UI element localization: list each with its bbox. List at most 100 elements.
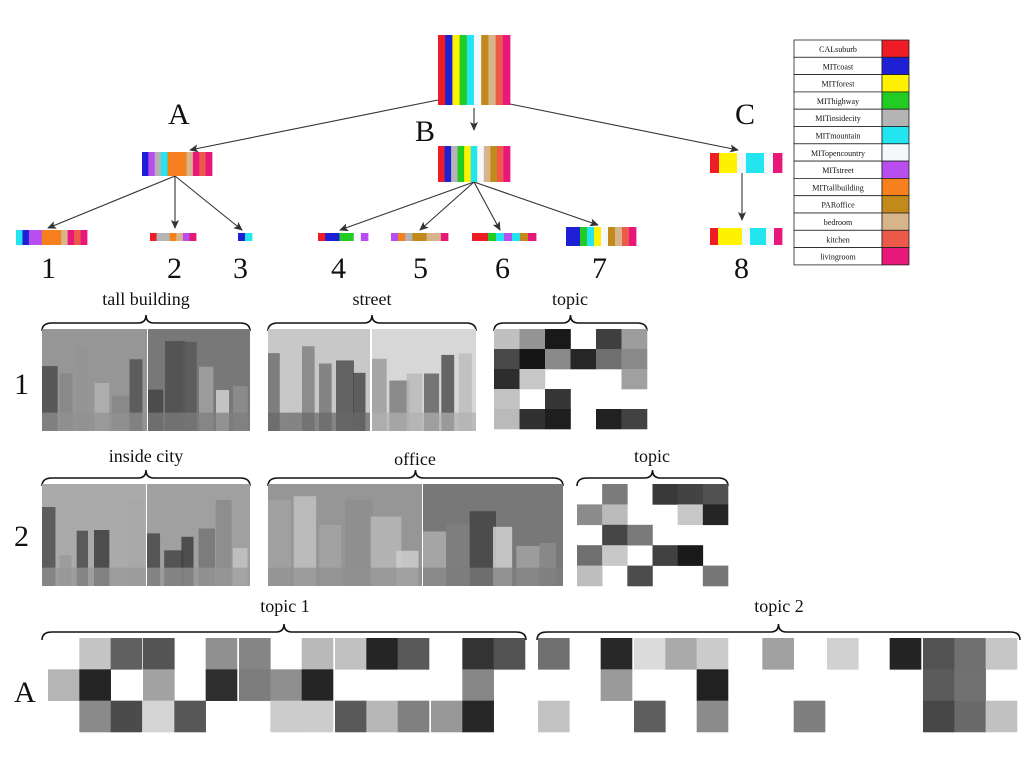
topic-patch <box>923 700 955 733</box>
topic-patch-grid <box>827 638 922 670</box>
topic-patch <box>270 669 302 701</box>
legend-swatch <box>881 126 910 145</box>
legend-swatch <box>881 91 910 110</box>
photo-ground <box>268 412 370 431</box>
topic-patch <box>923 669 955 701</box>
leaf-node-8 <box>710 228 783 245</box>
topic-patch <box>110 638 143 670</box>
topic-patch <box>596 409 622 430</box>
topic-patch <box>205 669 238 701</box>
node-bar <box>161 152 168 176</box>
node-bar <box>488 35 496 105</box>
topic-patch-grid <box>48 638 143 733</box>
node-bar <box>774 228 783 245</box>
topic-patch <box>519 409 546 430</box>
topic-patch <box>335 700 367 733</box>
node-bar <box>512 233 521 241</box>
node-bar <box>502 35 511 105</box>
photo-ground <box>268 567 422 586</box>
topic-patch <box>519 329 546 350</box>
topic-patch <box>545 409 571 430</box>
photo-shape <box>128 498 143 586</box>
topic-patch <box>270 700 302 733</box>
category-legend: CALsuburbMITcoastMITforestMIThighwayMITi… <box>793 39 910 266</box>
node-bar <box>503 146 511 182</box>
caption-office: office <box>394 449 436 469</box>
example-photo <box>268 329 370 431</box>
example-photo <box>372 329 476 431</box>
node-bar <box>332 233 340 241</box>
node-bar <box>710 153 720 173</box>
legend-label: MITcoast <box>823 62 854 71</box>
group-brace <box>267 469 564 487</box>
group-brace <box>41 314 251 332</box>
tree-edge <box>189 99 439 153</box>
node-bar <box>573 227 581 246</box>
node-bar <box>773 153 783 173</box>
group-braces <box>41 314 1021 641</box>
topic-patch <box>301 638 334 670</box>
leaf-label-6: 6 <box>495 252 510 285</box>
topic-patch <box>174 700 206 733</box>
node-bar <box>444 146 452 182</box>
node-b <box>438 146 511 182</box>
legend-swatch <box>881 39 910 58</box>
topic-patch <box>48 669 80 701</box>
legend-label: PARoffice <box>821 201 855 210</box>
row-label-a: A <box>14 676 36 709</box>
photo-shape <box>182 341 197 431</box>
topic-patch <box>954 669 986 701</box>
node-bar <box>445 35 453 105</box>
node-bar <box>480 233 489 241</box>
node-bar <box>438 35 446 105</box>
leaf-node-2 <box>150 233 197 241</box>
node-bar <box>594 227 602 246</box>
node-bar <box>452 35 460 105</box>
node-bar <box>150 233 157 241</box>
branch-label-b: B <box>415 115 435 148</box>
topic-patch <box>366 700 398 733</box>
tree-edge <box>339 181 475 232</box>
photo-ground <box>148 412 250 431</box>
node-bar <box>22 230 30 245</box>
topic-patch <box>545 389 571 410</box>
tree-edge <box>473 181 599 227</box>
node-bar <box>419 233 428 241</box>
node-bar <box>481 35 489 105</box>
node-bar <box>398 233 406 241</box>
topic-patch <box>545 349 571 370</box>
topic-patch <box>652 545 678 566</box>
node-bar <box>629 227 637 246</box>
topic-patch <box>602 545 628 566</box>
caption-street: street <box>353 289 392 309</box>
node-bar <box>74 230 81 245</box>
legend-label: MITinsidecity <box>815 114 861 123</box>
node-bar <box>245 233 253 241</box>
topic-patch <box>538 638 570 670</box>
leaf-label-1: 1 <box>41 252 56 285</box>
legend-swatch <box>881 143 910 162</box>
photo-ground <box>423 567 563 586</box>
leaf-node-1 <box>16 230 88 245</box>
topic-patch <box>627 524 653 546</box>
topic-patch <box>702 484 729 505</box>
node-bar <box>167 152 175 176</box>
photo-shape <box>42 507 56 586</box>
topic-patch <box>602 484 628 505</box>
topic-patch <box>889 638 922 670</box>
node-bar <box>426 233 435 241</box>
node-bar <box>391 233 399 241</box>
leaf-label-4: 4 <box>331 252 346 285</box>
topic-patch <box>600 669 633 701</box>
photo-ground <box>42 412 147 431</box>
node-bar <box>205 152 213 176</box>
node-bar <box>346 233 355 241</box>
node-bar <box>457 146 465 182</box>
photo-ground <box>147 567 250 586</box>
legend-label: bedroom <box>824 218 853 227</box>
topic-patch <box>143 700 175 733</box>
leaf-label-2: 2 <box>167 252 182 285</box>
example-photo <box>147 484 250 586</box>
legend-swatch <box>881 229 910 249</box>
topic-patch <box>696 700 729 733</box>
